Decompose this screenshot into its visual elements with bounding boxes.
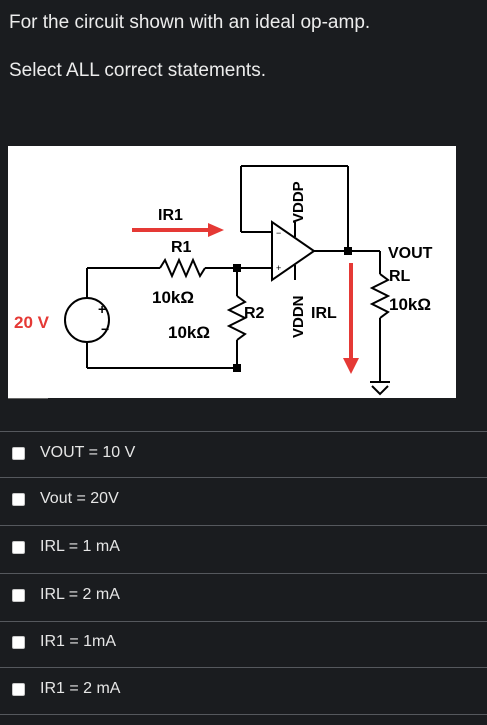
irl-label: IRL	[311, 305, 337, 322]
option-checkbox[interactable]	[12, 492, 25, 506]
option-label: Vout = 20V	[40, 490, 119, 507]
option-checkbox[interactable]	[12, 682, 25, 696]
circuit-schematic: + − IR1 R1 10kΩ 10kΩ R2 IRL VOUT RL 10kΩ…	[64, 165, 433, 396]
question-text: For the circuit shown with an ideal op-a…	[9, 12, 371, 33]
r1-label: R1	[171, 239, 192, 256]
option-checkbox[interactable]	[12, 446, 25, 460]
r2-label: R2	[244, 305, 265, 322]
resistor-rl	[369, 273, 391, 319]
source-voltage-label: 20 V	[14, 313, 49, 332]
ir1-label: IR1	[158, 207, 183, 224]
r1-value: 10kΩ	[152, 288, 194, 307]
node-bottom	[233, 364, 241, 372]
ground-chevron	[371, 385, 389, 396]
rl-value: 10kΩ	[389, 295, 431, 314]
vout-label: VOUT	[388, 245, 433, 262]
option-3[interactable]: IRL = 1 mA	[12, 538, 120, 556]
divider-fragment	[8, 398, 48, 399]
node-output	[344, 247, 352, 255]
option-label: IRL = 1 mA	[40, 538, 120, 555]
option-checkbox[interactable]	[12, 635, 25, 649]
rl-label: RL	[389, 268, 411, 285]
resistor-r1	[159, 257, 206, 279]
lower-resistor-value: 10kΩ	[168, 323, 210, 342]
resistor-r2	[226, 295, 248, 341]
divider	[0, 667, 487, 668]
opamp-symbol	[271, 220, 316, 282]
opamp-plus-sign: +	[276, 263, 281, 273]
option-checkbox[interactable]	[12, 588, 25, 602]
option-label: IR1 = 1mA	[40, 633, 117, 650]
divider	[0, 431, 487, 432]
vddn-label: VDDN	[290, 295, 307, 338]
question-instruction: Select ALL correct statements.	[9, 60, 266, 81]
voltage-source	[64, 297, 110, 343]
ir1-arrow-head	[208, 223, 224, 237]
option-6[interactable]: IR1 = 2 mA	[12, 680, 120, 698]
divider	[0, 573, 487, 574]
divider	[0, 714, 487, 715]
opamp-minus-sign: −	[276, 228, 281, 238]
source-plus: +	[98, 301, 106, 317]
option-label: IR1 = 2 mA	[40, 680, 121, 697]
divider	[0, 525, 487, 526]
option-2[interactable]: Vout = 20V	[12, 490, 119, 508]
node-top	[233, 264, 241, 272]
option-label: IRL = 2 mA	[40, 586, 120, 603]
source-minus: −	[101, 321, 109, 337]
option-1[interactable]: VOUT = 10 V	[12, 444, 135, 462]
ir1-arrow-shaft	[132, 228, 210, 232]
irl-arrow-head	[343, 358, 359, 374]
option-label: VOUT = 10 V	[40, 444, 136, 461]
irl-arrow-shaft	[349, 263, 353, 361]
divider	[0, 621, 487, 622]
vddp-label: VDDP	[290, 181, 307, 223]
option-5[interactable]: IR1 = 1mA	[12, 633, 116, 651]
circuit-diagram: + − IR1 R1 10kΩ 10kΩ R2 IRL VOUT RL 10kΩ…	[8, 146, 456, 398]
divider	[0, 477, 487, 478]
option-checkbox[interactable]	[12, 540, 25, 554]
option-4[interactable]: IRL = 2 mA	[12, 586, 120, 604]
